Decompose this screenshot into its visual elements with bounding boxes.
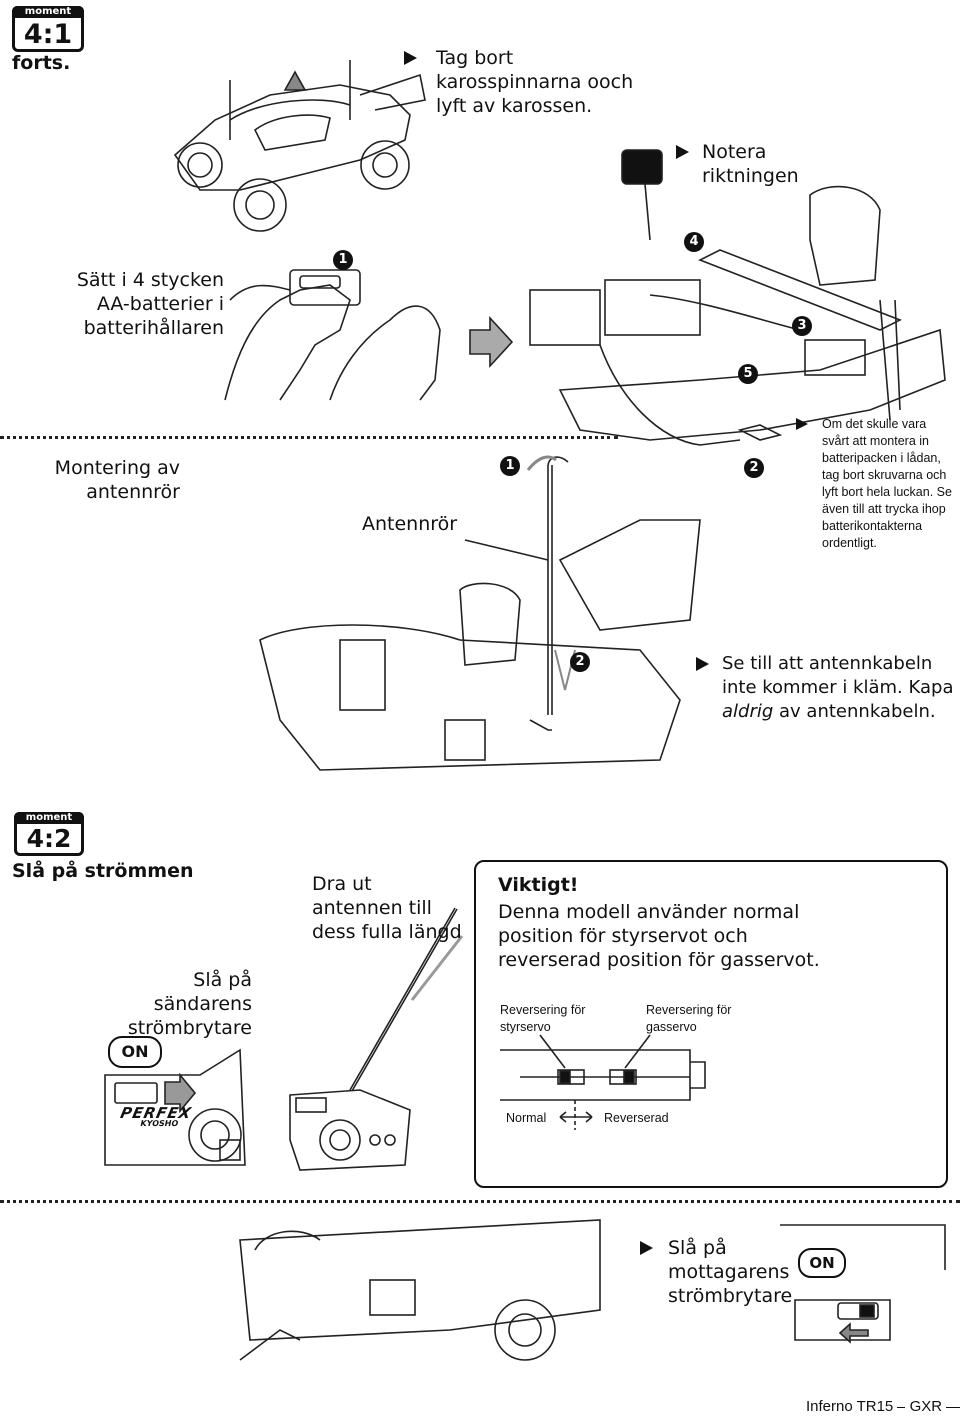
important-text: Denna modell använder normal position fö… <box>498 901 820 971</box>
continued-label: forts. <box>12 52 71 74</box>
footer-dash-1 <box>897 1406 906 1408</box>
cable-warning: Se till att antennkabeln inte kommer i k… <box>696 652 956 724</box>
footer: Inferno TR15 GXR 7 <box>806 1396 960 1416</box>
transmitter-switch-illustration <box>104 1048 246 1166</box>
cable-warning-aldrig: aldrig <box>722 701 774 722</box>
rev-steering-label: Reversering för styrservo <box>500 1003 586 1034</box>
transmitter-on-text: ON <box>121 1042 149 1061</box>
cable-warning-line1: Se till att antennkabeln inte kommer i k… <box>722 653 933 698</box>
step-arrow-illustration <box>469 315 514 369</box>
transmitter-switch-text: Slå på sändarens strömbrytare <box>127 969 252 1039</box>
separator-1 <box>0 436 618 439</box>
step-remove-body: Tag bort karosspinnarna ooch lyft av kar… <box>404 46 634 118</box>
marker-1: 1 <box>333 250 353 270</box>
receiver-step: Slå på mottagarens strömbrytare <box>640 1236 800 1308</box>
footer-dash-2 <box>946 1406 960 1408</box>
car-body-illustration <box>173 60 426 232</box>
important-title: Viktigt! <box>498 874 579 896</box>
transmitter-antenna-illustration <box>289 907 464 1171</box>
reversed-label: Reverserad <box>604 1111 669 1125</box>
battery-tip-text: Om det skulle vara svårt att montera in … <box>822 417 952 550</box>
marker-4: 4 <box>684 232 704 252</box>
marker-5: 5 <box>738 364 758 384</box>
moment-badge-4-1: moment 4:1 <box>12 6 84 52</box>
bottom-chassis-illustration <box>239 1219 946 1361</box>
battery-tip: Om det skulle vara svårt att montera in … <box>796 416 956 552</box>
servo-reverse-switches-illustration <box>500 1034 706 1130</box>
step-insert-batteries: Sätt i 4 stycken AA-batterier i batterih… <box>76 269 224 339</box>
antenna-mounting-illustration <box>259 455 701 771</box>
receiver-on-label: ON <box>798 1248 846 1278</box>
receiver-step-text: Slå på mottagarens strömbrytare <box>668 1237 793 1307</box>
badge-label-2: moment <box>14 812 84 824</box>
transmitter-on-label: ON <box>108 1036 162 1068</box>
receiver-switch-illustration <box>794 1299 891 1344</box>
footer-model: GXR <box>909 1398 943 1415</box>
pointer-hand-icon <box>621 149 663 241</box>
marker-1b: 1 <box>500 456 520 476</box>
footer-product: Inferno TR15 <box>806 1398 894 1415</box>
marker-2: 2 <box>744 458 764 478</box>
marker-2b: 2 <box>570 652 590 672</box>
receiver-on-text: ON <box>809 1254 835 1272</box>
chassis-receiver-illustration <box>529 185 946 446</box>
rev-throttle-label: Reversering för gasservo <box>646 1003 732 1034</box>
moment-badge-4-2: moment 4:2 <box>14 812 84 856</box>
battery-holder-hands-illustration <box>224 269 441 401</box>
badge-number-2: 4:2 <box>26 824 72 853</box>
extend-antenna-text: Dra ut antennen till dess fulla längd <box>312 873 462 943</box>
badge-label: moment <box>12 6 84 18</box>
step-note-direction-text: Notera riktningen <box>702 141 799 187</box>
cable-warning-kapa: Kapa <box>908 677 954 698</box>
normal-label: Normal <box>506 1111 547 1125</box>
important-box: Viktigt! Denna modell använder normal po… <box>474 860 948 1188</box>
transmitter-brand: PERFEX KYOSHO <box>117 1104 194 1128</box>
cable-warning-rest: av antennkabeln. <box>779 701 936 722</box>
antenna-section-title: Montering av antennrör <box>54 457 180 503</box>
separator-2 <box>0 1200 960 1203</box>
antenna-tube-label: Antennrör <box>362 513 458 535</box>
badge-number: 4:1 <box>23 19 73 50</box>
marker-3: 3 <box>792 316 812 336</box>
moment2-title: Slå på strömmen <box>12 860 194 882</box>
step-remove-body-text: Tag bort karosspinnarna ooch lyft av kar… <box>436 47 634 117</box>
step-note-direction: Notera riktningen <box>676 140 816 188</box>
